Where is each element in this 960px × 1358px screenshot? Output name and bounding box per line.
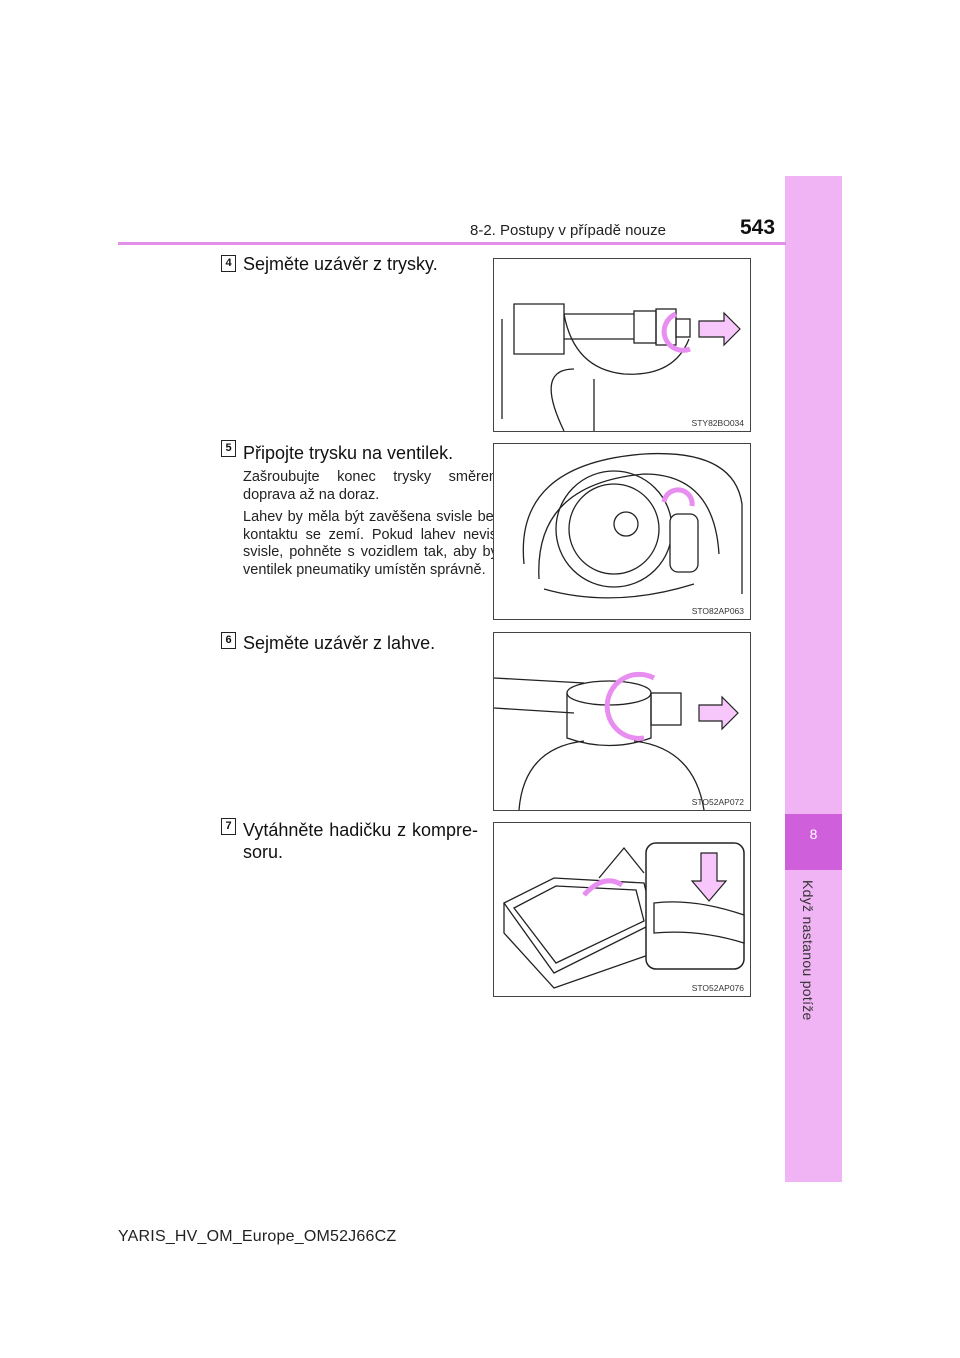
header-rule	[118, 242, 786, 245]
step-6-text: Sejměte uzávěr z lahve.	[243, 633, 436, 653]
figure-code: STO52AP076	[691, 983, 744, 993]
wheel-illustration	[522, 452, 743, 599]
step-5-note-1: Zašroubujte konec trysky směrem doprava …	[243, 469, 501, 503]
nozzle-cap-illustration	[501, 303, 741, 431]
step-badge-7: 7	[221, 818, 236, 835]
step-7-text-line2: soru.	[243, 842, 284, 862]
step-badge-5: 5	[221, 440, 236, 457]
step-4-text: Sejměte uzávěr z trysky.	[243, 254, 438, 274]
step-badge-6: 6	[221, 632, 236, 649]
figure-code: STO52AP072	[691, 797, 744, 807]
document-id: YARIS_HV_OM_Europe_OM52J66CZ	[118, 1228, 397, 1245]
figure-code: STO82AP063	[691, 606, 744, 616]
step-5-note-2: Lahev by měla být zavěšena svisle bez ko…	[243, 509, 501, 578]
chapter-tab-active-marker[interactable]	[785, 814, 842, 870]
section-title: 8-2. Postupy v případě nouze	[470, 222, 666, 239]
chapter-side-tab[interactable]	[785, 176, 842, 1182]
figure-remove-bottle-cap: STO52AP072	[493, 632, 751, 811]
compressor-illustration	[503, 842, 745, 989]
step-7-text-line1: Vytáhněte hadičku z kompre-	[243, 820, 478, 840]
figure-connect-nozzle-valve: STO82AP063	[493, 443, 751, 620]
bottle-cap-illustration	[494, 671, 739, 810]
page-number: 543	[740, 216, 776, 239]
chapter-title: Když nastanou potíže	[800, 880, 816, 1021]
step-5-text: Připojte trysku na ventilek.	[243, 443, 454, 463]
chapter-number: 8	[809, 826, 818, 842]
step-badge-4: 4	[221, 255, 236, 272]
figure-remove-nozzle-cap: STY82BO034	[493, 258, 751, 432]
figure-code: STY82BO034	[691, 418, 744, 428]
figure-pull-out-hose: STO52AP076	[493, 822, 751, 997]
